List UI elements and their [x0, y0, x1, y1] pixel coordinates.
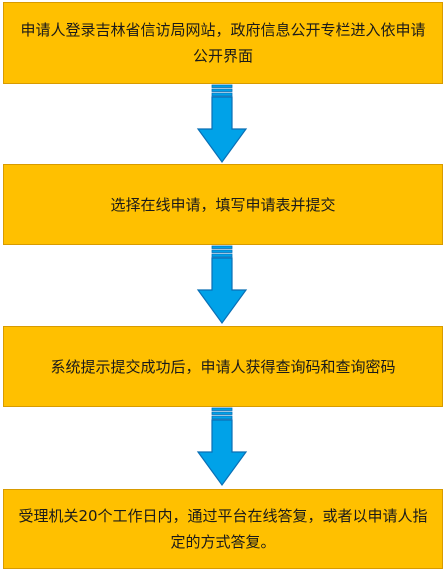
flow-step-1: 申请人登录吉林省信访局网站，政府信息公开专栏进入依申请公开界面: [3, 2, 443, 84]
arrow-stripes: [211, 245, 233, 258]
flow-step-4: 受理机关20个工作日内，通过平台在线答复，或者以申请人指定的方式答复。: [3, 489, 443, 569]
arrow-stripes: [211, 84, 233, 97]
flow-step-2-text: 选择在线申请，填写申请表并提交: [110, 195, 336, 214]
flow-step-2: 选择在线申请，填写申请表并提交: [3, 164, 443, 245]
down-arrow-icon: [196, 245, 248, 325]
flow-step-4-text: 受理机关20个工作日内，通过平台在线答复，或者以申请人指定的方式答复。: [18, 507, 428, 551]
down-arrow-icon: [196, 84, 248, 164]
arrow-stripes: [211, 407, 233, 420]
flow-step-3-text: 系统提示提交成功后，申请人获得查询码和查询密码: [50, 357, 396, 376]
flow-step-1-text: 申请人登录吉林省信访局网站，政府信息公开专栏进入依申请公开界面: [20, 21, 426, 65]
flow-step-3: 系统提示提交成功后，申请人获得查询码和查询密码: [3, 326, 443, 407]
down-arrow-icon: [196, 407, 248, 487]
